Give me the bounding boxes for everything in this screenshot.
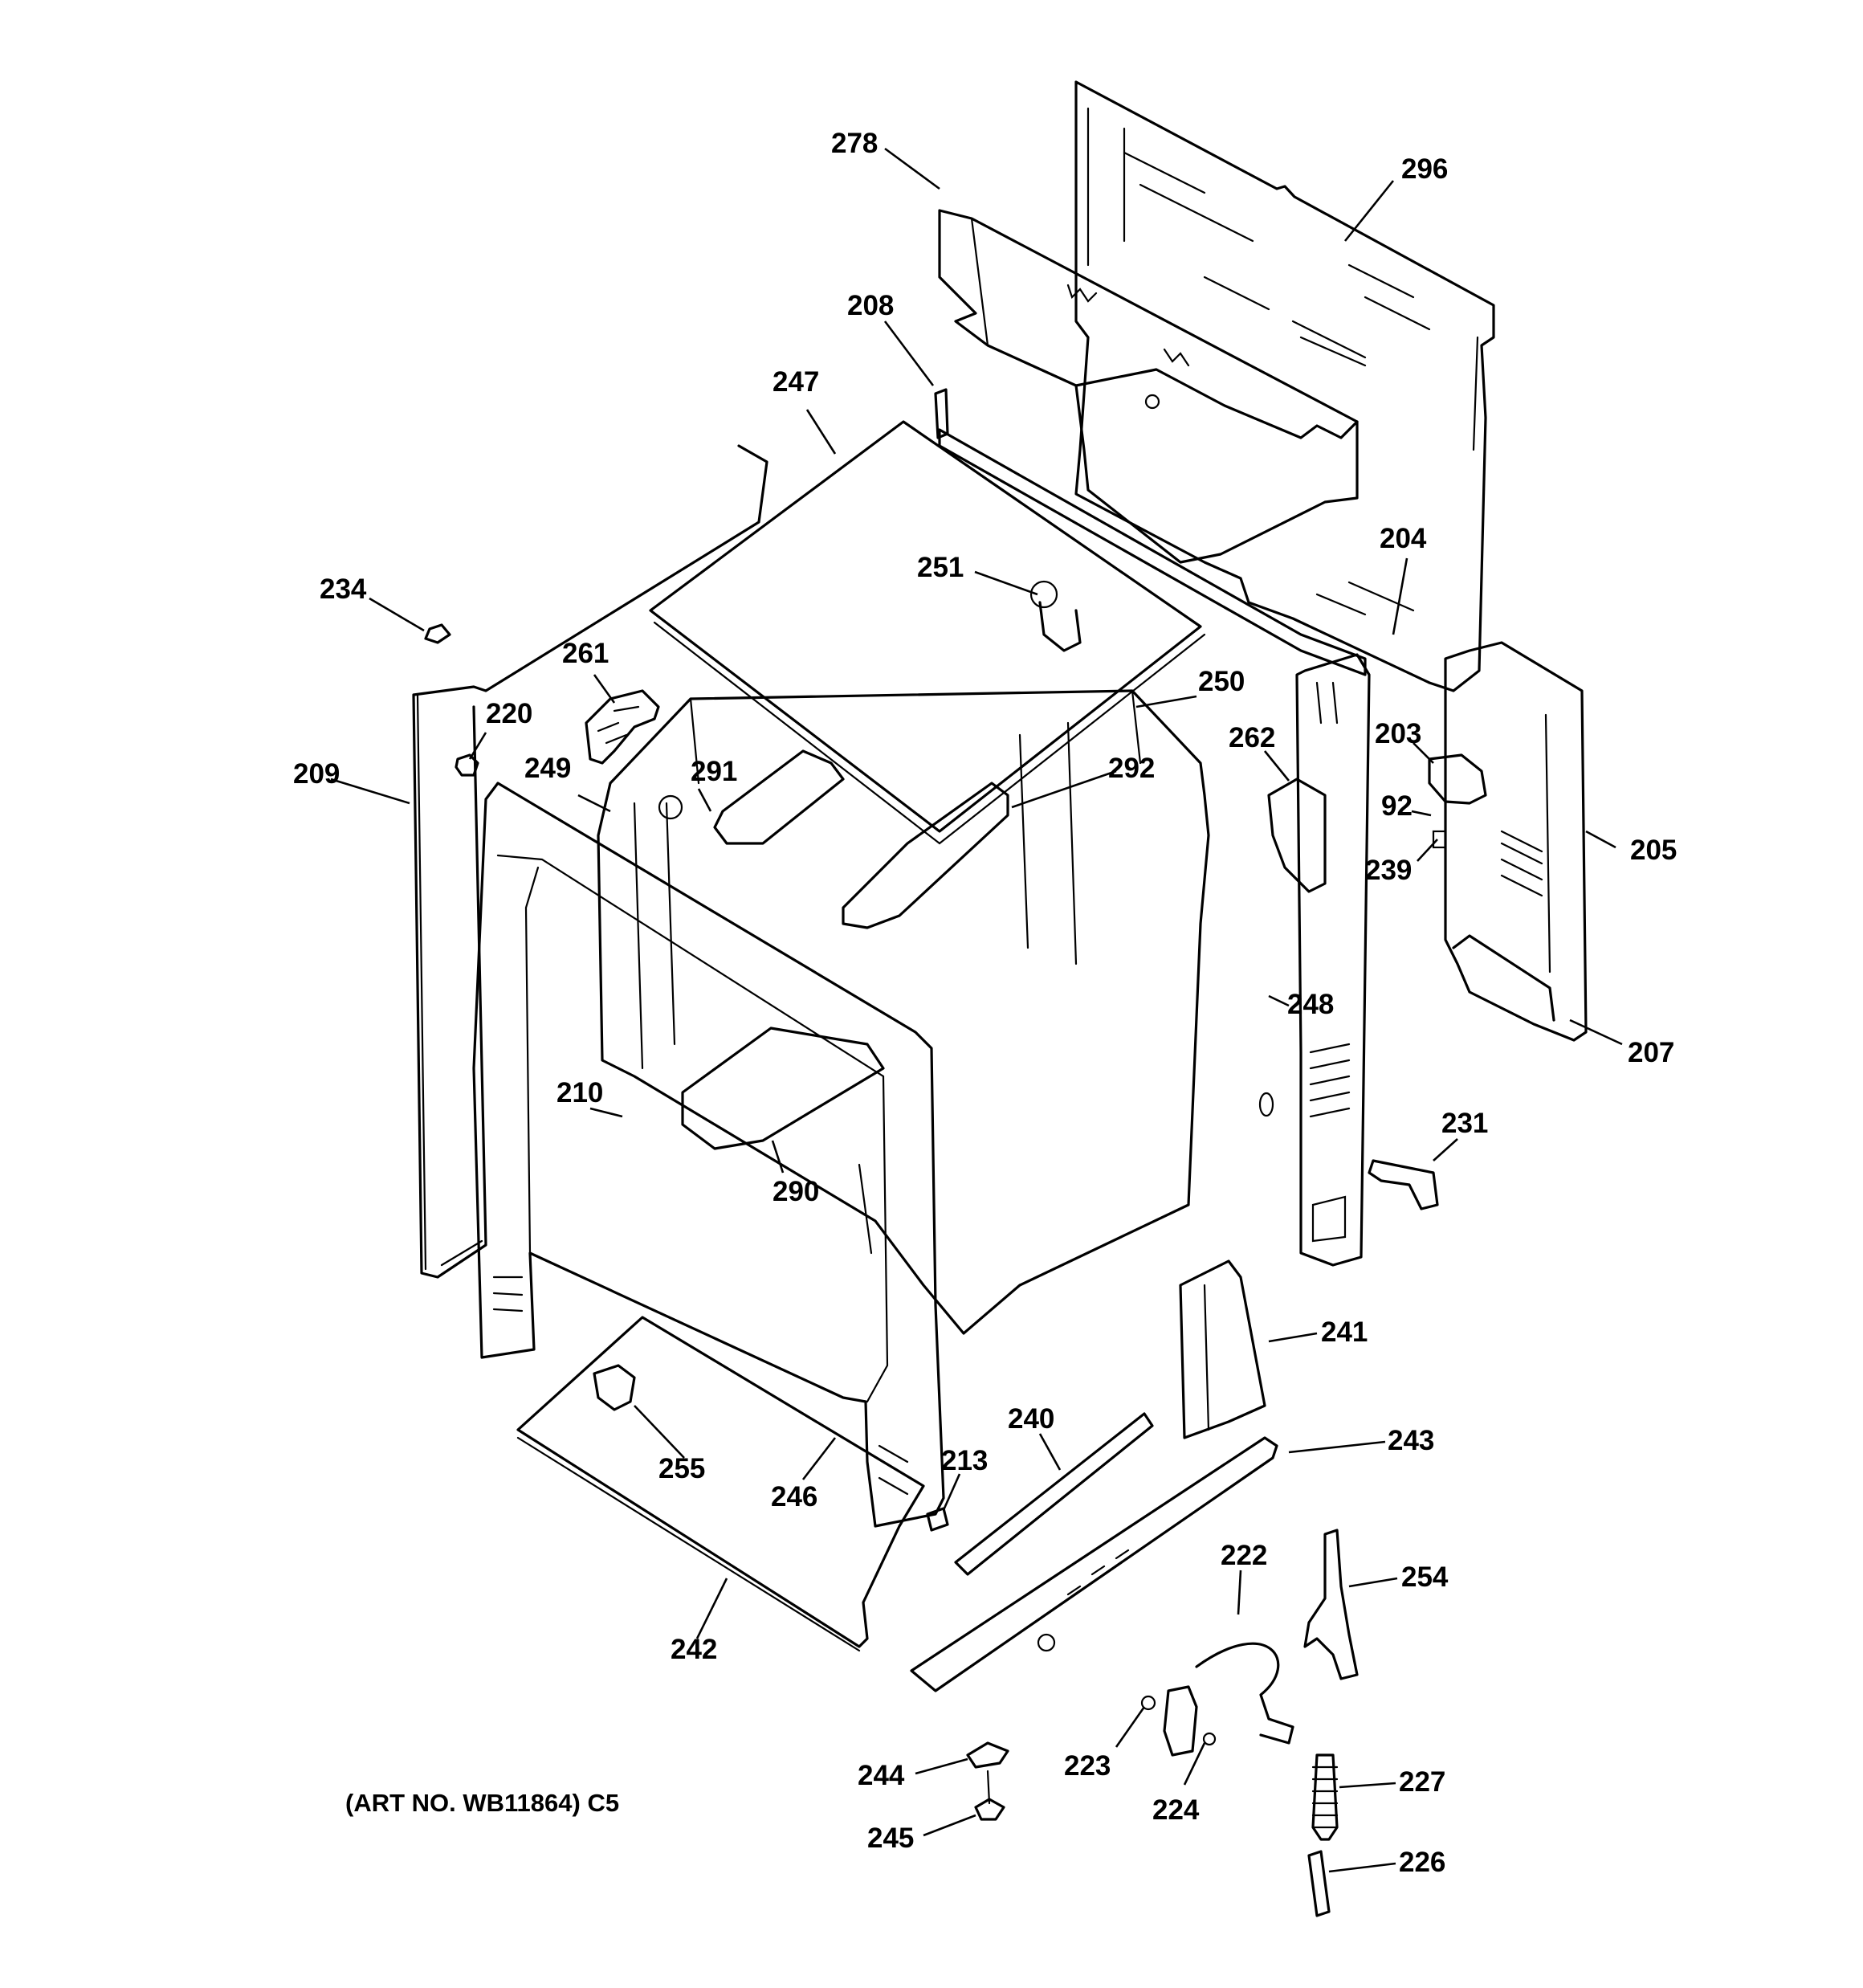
callout-248: 248 xyxy=(1287,989,1334,1020)
part-drawings xyxy=(412,80,1588,1917)
callout-239: 239 xyxy=(1365,855,1412,886)
callout-242: 242 xyxy=(671,1634,717,1665)
insulation-262 xyxy=(1267,778,1327,893)
callout-245: 245 xyxy=(867,1823,914,1854)
rails-240-243 xyxy=(910,1412,1278,1692)
callout-262: 262 xyxy=(1229,722,1275,753)
callout-231: 231 xyxy=(1441,1108,1488,1139)
callout-290: 290 xyxy=(773,1176,819,1207)
oven-liner-249 xyxy=(597,689,1210,1335)
callout-254: 254 xyxy=(1401,1561,1449,1593)
side-box-205-207 xyxy=(1444,641,1588,1042)
callout-223: 223 xyxy=(1064,1750,1111,1782)
callout-204: 204 xyxy=(1380,523,1427,554)
knob-255 xyxy=(593,1364,636,1411)
back-panel-296 xyxy=(1074,80,1495,692)
callout-209: 209 xyxy=(293,758,340,790)
callout-250: 250 xyxy=(1198,666,1245,697)
clip-234 xyxy=(424,623,451,644)
callout-292: 292 xyxy=(1108,753,1155,784)
callout-247: 247 xyxy=(773,366,819,398)
callout-208: 208 xyxy=(847,290,894,321)
rail-241 xyxy=(1179,1259,1266,1439)
right-side-panel-248 xyxy=(1258,653,1371,1267)
callout-222: 222 xyxy=(1221,1540,1267,1571)
top-panel-247 xyxy=(649,420,1206,845)
callout-255: 255 xyxy=(658,1453,705,1484)
callout-244: 244 xyxy=(858,1760,905,1791)
callout-241: 241 xyxy=(1321,1316,1368,1348)
nut-220 xyxy=(455,753,479,777)
callout-207: 207 xyxy=(1628,1037,1674,1068)
front-frame-210 xyxy=(472,782,945,1528)
callout-291: 291 xyxy=(691,756,737,787)
callout-261: 261 xyxy=(562,638,609,669)
clip-213 xyxy=(926,1507,949,1532)
insulation-261 xyxy=(585,689,660,765)
callout-220: 220 xyxy=(486,698,532,729)
art-number-note: (ART NO. WB11864) C5 xyxy=(345,1789,619,1817)
callout-labels: 278 296 208 247 251 204 234 261 250 220 … xyxy=(293,128,1677,1878)
callout-240: 240 xyxy=(1008,1403,1054,1435)
callout-213: 213 xyxy=(941,1445,988,1476)
callout-205: 205 xyxy=(1630,835,1677,866)
callout-227: 227 xyxy=(1399,1766,1445,1798)
spring-227-link-226 xyxy=(1307,1753,1339,1917)
switch-203 xyxy=(1428,753,1487,849)
callout-210: 210 xyxy=(556,1077,603,1108)
callout-243: 243 xyxy=(1388,1425,1434,1456)
leveling-leg-244-245 xyxy=(966,1741,1009,1821)
callout-249: 249 xyxy=(524,753,571,784)
callout-203: 203 xyxy=(1375,718,1421,749)
callout-224: 224 xyxy=(1152,1794,1200,1826)
callout-234: 234 xyxy=(320,574,367,605)
bracket-231 xyxy=(1368,1159,1439,1210)
upper-back-shield-278 xyxy=(938,209,1359,564)
callout-92: 92 xyxy=(1381,790,1413,822)
hinge-222 xyxy=(1163,1642,1294,1757)
callout-246: 246 xyxy=(771,1481,817,1512)
bottom-panel-242 xyxy=(516,1316,925,1652)
callout-278: 278 xyxy=(831,128,878,159)
callout-226: 226 xyxy=(1399,1847,1445,1878)
leader-lines xyxy=(330,147,1623,1873)
heating-elements-290-291-292 xyxy=(681,749,1009,1255)
callout-296: 296 xyxy=(1401,153,1448,185)
side-panel-209 xyxy=(412,444,768,1279)
small-hardware-223-224 xyxy=(1140,1695,1217,1746)
callout-251: 251 xyxy=(917,552,964,583)
hinge-arm-254 xyxy=(1303,1529,1359,1680)
